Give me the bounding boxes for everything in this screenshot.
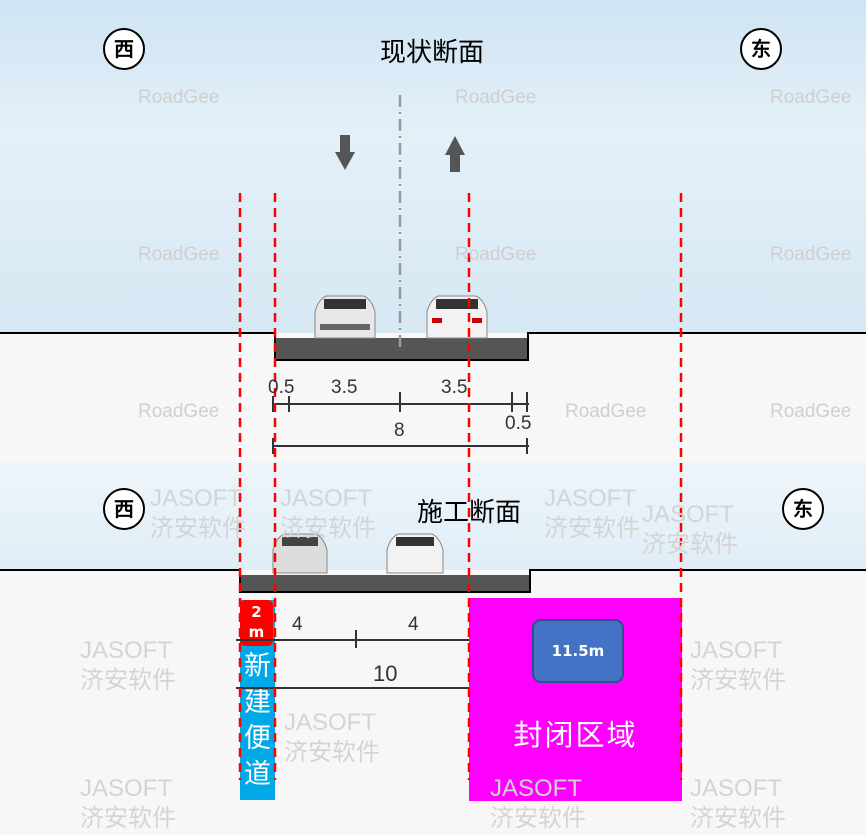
closed-area-width-badge: 11.5m <box>532 619 624 683</box>
pavement <box>276 338 527 359</box>
sky-background-current <box>0 0 866 333</box>
dim-label: 0.5 <box>505 413 532 434</box>
dim-label: 4 <box>292 614 303 635</box>
section-title: 现状断面 <box>380 38 485 68</box>
label-char: 道 <box>244 759 271 790</box>
closed-area-label: 封闭区域 <box>513 718 638 752</box>
badge-text: 2m <box>248 603 265 641</box>
dim-label: 10 <box>373 661 398 686</box>
dim-label: 0.5 <box>268 377 295 398</box>
west-marker: 西 <box>103 488 145 530</box>
west-marker: 西 <box>103 28 145 70</box>
temporary-road: 2m 新 建 便 道 <box>240 600 275 800</box>
temp-road-label: 新 建 便 道 <box>240 649 275 793</box>
car-icon <box>314 295 376 339</box>
dim-label: 3.5 <box>441 377 468 398</box>
car-icon <box>386 533 444 574</box>
closed-area: 11.5m 封闭区域 <box>469 598 682 801</box>
label-char: 建 <box>244 687 271 718</box>
pavement <box>241 575 529 591</box>
label-char: 便 <box>244 723 271 754</box>
up-arrow-icon <box>445 136 465 172</box>
guide-lines <box>238 193 683 780</box>
dim-label: 4 <box>408 614 419 635</box>
label-char: 新 <box>244 651 271 682</box>
road-profile-line <box>0 332 866 361</box>
ground <box>528 334 866 462</box>
dim-label: 8 <box>394 420 405 441</box>
road-profile-line <box>0 569 866 593</box>
dim-label: 3.5 <box>331 377 358 398</box>
temp-road-width-badge: 2m <box>240 600 273 646</box>
dimension-lines <box>236 392 529 689</box>
east-marker: 东 <box>782 488 824 530</box>
down-arrow-icon <box>335 135 355 170</box>
car-icon <box>426 295 488 339</box>
ground <box>0 334 275 462</box>
section-title: 施工断面 <box>417 498 522 528</box>
car-icon <box>272 533 328 574</box>
east-marker: 东 <box>740 28 782 70</box>
